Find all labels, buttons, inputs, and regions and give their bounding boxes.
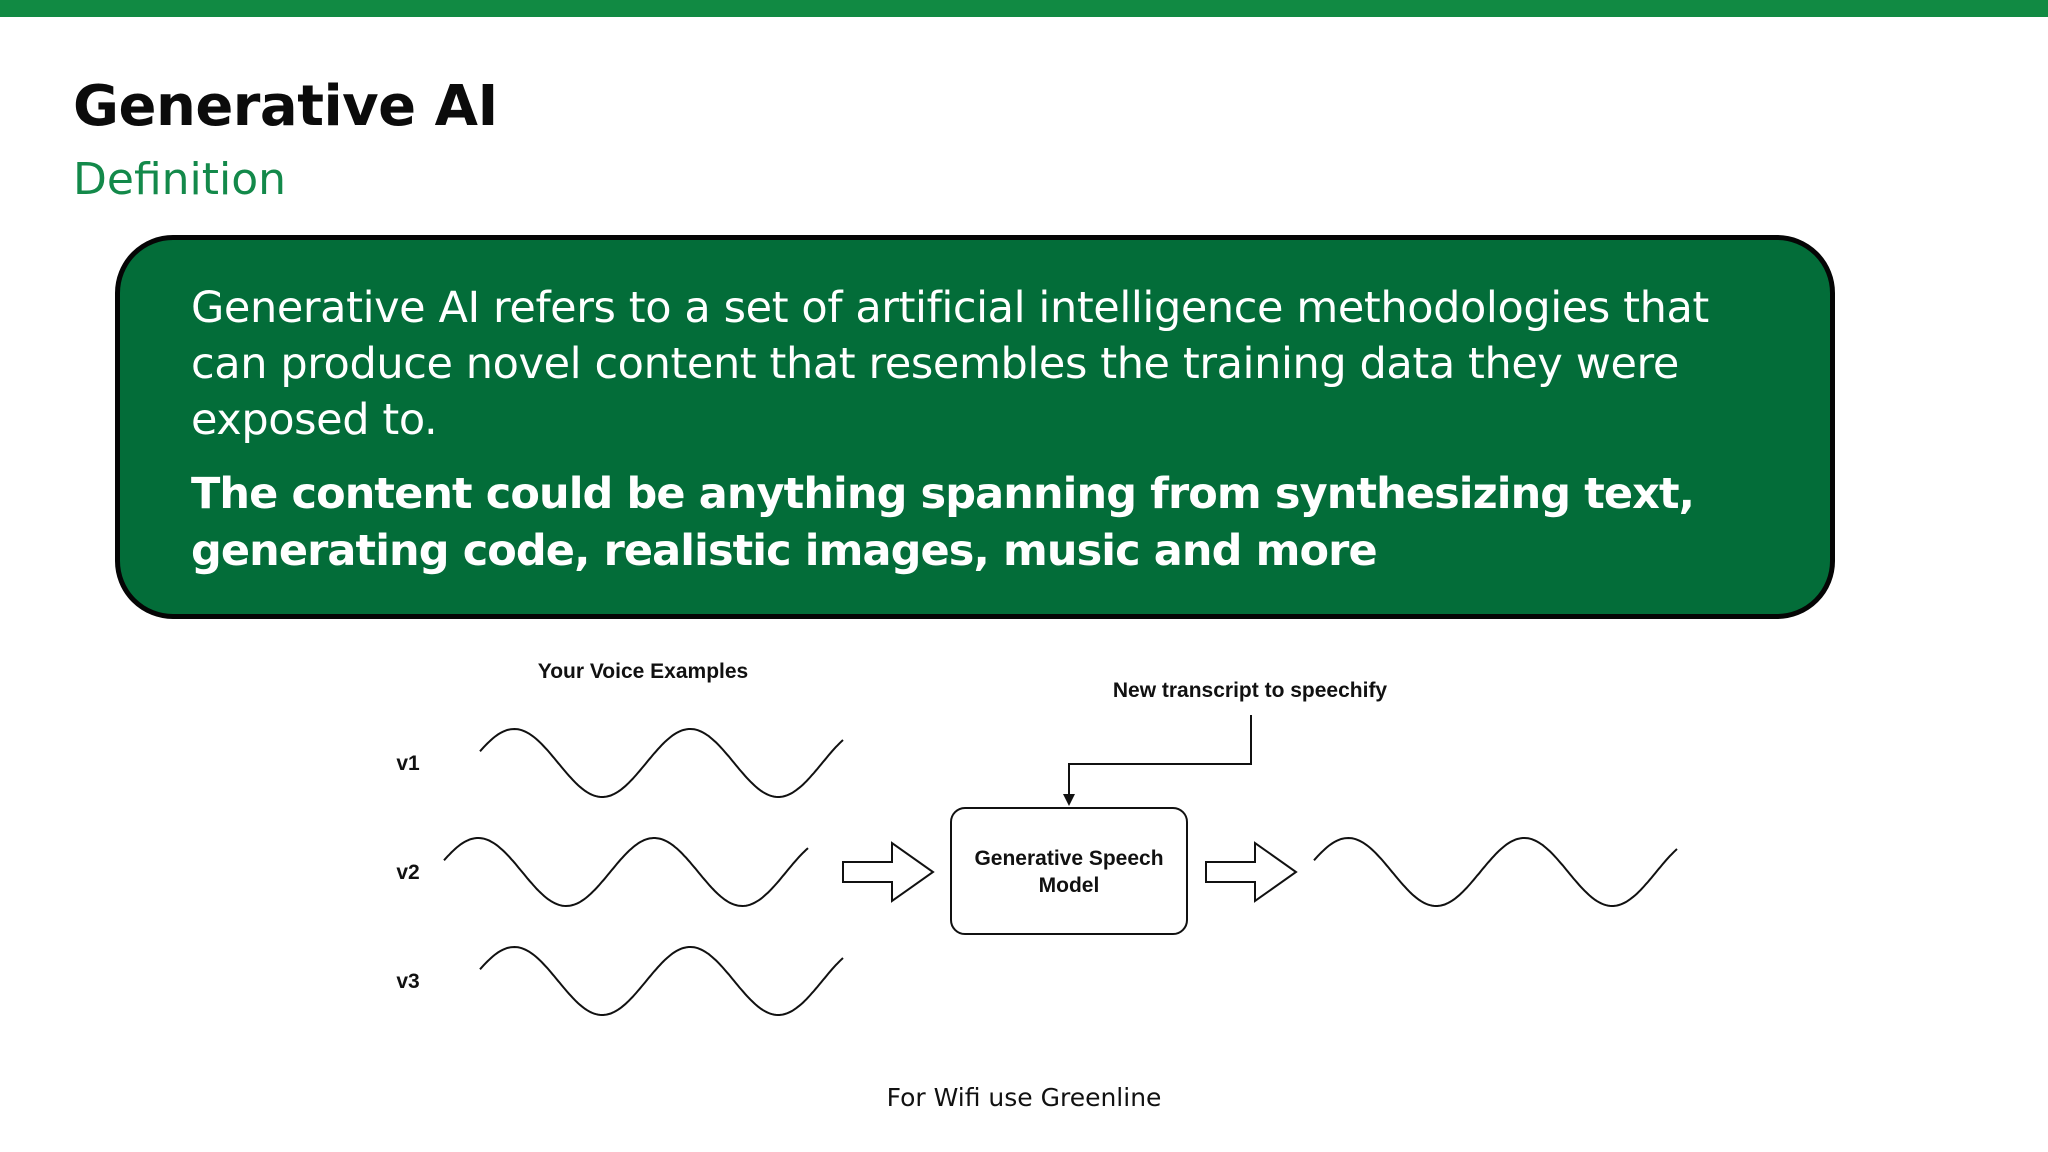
slide-title: Generative AI bbox=[73, 74, 498, 139]
output-arrow-icon bbox=[1205, 841, 1298, 903]
voice-examples-label: Your Voice Examples bbox=[538, 660, 748, 683]
input-arrow-icon bbox=[842, 841, 935, 903]
model-box bbox=[950, 807, 1188, 935]
voice-label-v1: v1 bbox=[396, 752, 420, 775]
transcript-connector-arrow bbox=[1063, 715, 1252, 806]
model-label-line2: Model bbox=[1039, 874, 1100, 897]
voice-label-v3: v3 bbox=[396, 970, 419, 993]
definition-box: Generative AI refers to a set of artific… bbox=[115, 235, 1835, 619]
top-accent-bar bbox=[0, 0, 2048, 17]
waveform-v3 bbox=[479, 945, 844, 1016]
waveform-v1 bbox=[479, 727, 844, 798]
footer-note: For Wifi use Greenline bbox=[886, 1083, 1162, 1112]
model-label-line1: Generative Speech bbox=[974, 847, 1163, 870]
waveform-output bbox=[1313, 836, 1678, 907]
waveform-v2 bbox=[443, 837, 809, 908]
voice-label-v2: v2 bbox=[396, 861, 419, 884]
definition-text: Generative AI refers to a set of artific… bbox=[191, 283, 1709, 445]
slide-subtitle: Definition bbox=[73, 154, 287, 205]
definition-emphasis-text: The content could be anything spanning f… bbox=[191, 469, 1695, 576]
transcript-label: New transcript to speechify bbox=[1113, 679, 1388, 702]
